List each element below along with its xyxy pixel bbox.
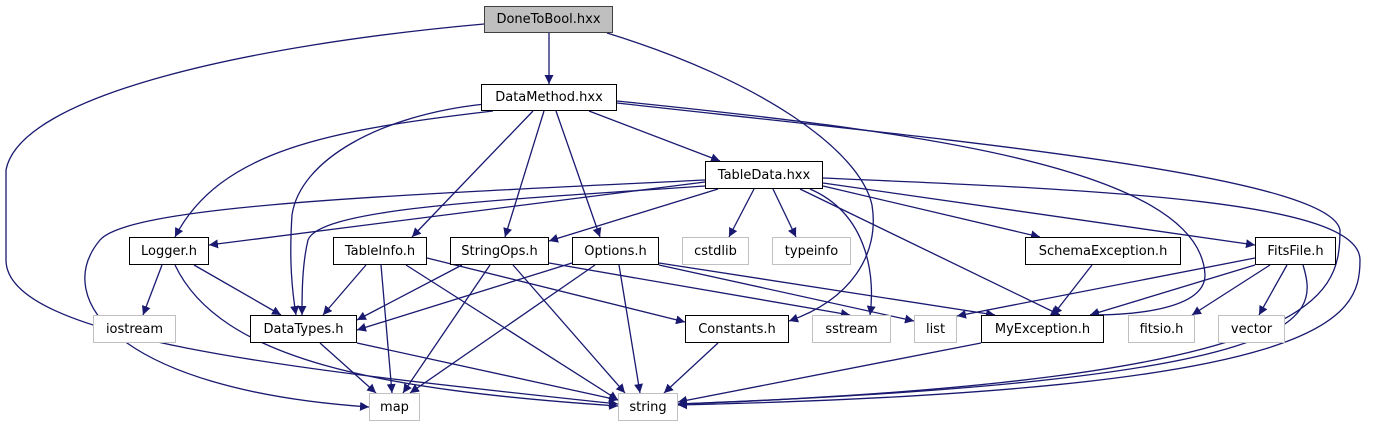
edge-tabledata-to-map xyxy=(84,179,706,411)
node-string: string xyxy=(618,393,678,421)
node-sstream: sstream xyxy=(812,315,891,343)
node-map: map xyxy=(369,393,420,421)
edge-tableinfo-to-map xyxy=(380,264,396,394)
edge-fitsfile-to-string xyxy=(677,264,1308,409)
edge-constants-to-string xyxy=(663,342,719,394)
edge-options-to-list xyxy=(658,264,915,324)
edge-options-to-string xyxy=(618,264,643,394)
edge-tabledata-to-logger xyxy=(208,181,706,249)
node-list: list xyxy=(914,315,957,343)
edge-tabledata-to-datatypes xyxy=(297,185,706,316)
edge-logger-to-iostream xyxy=(141,264,163,316)
edge-datamethod-to-datatypes xyxy=(290,103,486,316)
edge-datamethod-to-stringops xyxy=(503,110,545,238)
edge-stringops-to-sstream xyxy=(548,262,851,318)
edge-fitsfile-to-list xyxy=(956,257,1256,319)
edge-options-to-myexception xyxy=(658,262,996,319)
node-fitsio-h: fitsio.h xyxy=(1128,315,1195,343)
node-schemaexception-h[interactable]: SchemaException.h xyxy=(1025,237,1181,265)
node-vector: vector xyxy=(1218,315,1285,343)
edge-fitsfile-to-fitsio xyxy=(1191,264,1271,316)
node-tabledata-hxx[interactable]: TableData.hxx xyxy=(705,161,823,189)
node-typeinfo: typeinfo xyxy=(772,237,851,265)
edge-stringops-to-string xyxy=(512,264,626,394)
edge-datamethod-to-tabledata xyxy=(588,110,721,162)
node-cstdlib: cstdlib xyxy=(682,237,749,265)
edge-fitsfile-to-vector xyxy=(1258,264,1288,316)
edge-schemaexception-to-myexception xyxy=(1052,264,1093,316)
node-datamethod-hxx[interactable]: DataMethod.hxx xyxy=(481,84,617,111)
edge-myexception-to-string xyxy=(677,342,982,405)
edge-fitsfile-to-myexception xyxy=(1089,264,1256,317)
edge-tableinfo-to-string xyxy=(405,264,619,401)
edge-tabledata-to-typeinfo xyxy=(772,188,797,238)
edge-tabledata-to-myexception xyxy=(799,188,1061,316)
edge-datamethod-to-string xyxy=(616,102,1341,409)
edge-tabledata-to-cstdlib xyxy=(728,188,755,238)
node-datatypes-h[interactable]: DataTypes.h xyxy=(250,315,357,343)
edge-logger-to-datatypes xyxy=(193,264,282,316)
edge-datamethod-to-logger xyxy=(174,110,494,238)
edge-datamethod-to-tableinfo xyxy=(411,110,534,238)
edge-logger-to-string xyxy=(174,264,619,410)
edge-donetobool-to-string xyxy=(5,23,619,408)
edge-tabledata-to-stringops xyxy=(548,188,719,243)
edge-tabledata-to-string xyxy=(677,177,1361,410)
node-constants-h[interactable]: Constants.h xyxy=(685,315,789,343)
edge-donetobool-to-constants xyxy=(606,32,874,323)
edge-stringops-to-datatypes xyxy=(356,264,463,321)
edge-tabledata-to-schemaexception xyxy=(822,185,1041,240)
edge-stringops-to-map xyxy=(402,264,491,394)
edge-tabledata-to-fitsfile xyxy=(822,182,1256,249)
node-options-h[interactable]: Options.h xyxy=(572,237,659,265)
node-iostream: iostream xyxy=(93,315,176,343)
node-stringops-h[interactable]: StringOps.h xyxy=(450,237,549,265)
node-logger-h[interactable]: Logger.h xyxy=(129,237,209,265)
edge-datatypes-to-map xyxy=(319,342,377,394)
edge-tabledata-to-sstream xyxy=(809,188,876,316)
edge-datamethod-to-options xyxy=(555,110,602,238)
node-donetobool-hxx[interactable]: DoneToBool.hxx xyxy=(484,6,613,33)
node-fitsfile-h[interactable]: FitsFile.h xyxy=(1255,237,1336,265)
edge-options-to-map xyxy=(409,264,596,394)
node-tableinfo-h[interactable]: TableInfo.h xyxy=(333,237,427,265)
edge-tableinfo-to-constants xyxy=(426,257,686,325)
edge-datamethod-to-myexception xyxy=(616,100,1206,320)
edge-tableinfo-to-datatypes xyxy=(322,264,367,316)
edge-datatypes-to-string xyxy=(356,342,619,403)
edge-options-to-datatypes xyxy=(356,262,573,332)
node-myexception-h[interactable]: MyException.h xyxy=(981,315,1104,343)
